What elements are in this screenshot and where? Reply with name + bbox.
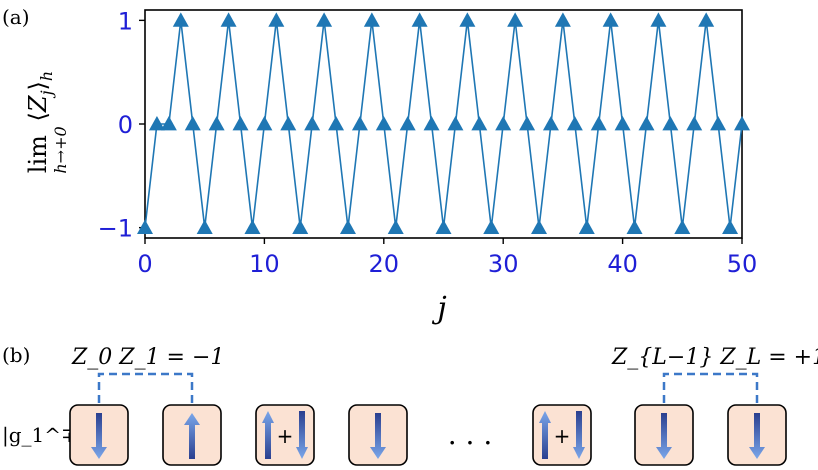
arrow-up-icon <box>184 413 200 459</box>
bracket-left <box>97 372 194 403</box>
data-point <box>734 116 750 131</box>
arrow-down-icon <box>296 411 308 459</box>
data-point <box>554 12 571 27</box>
data-point <box>471 116 488 131</box>
series-line <box>144 20 743 228</box>
arrow-down-icon <box>91 413 107 459</box>
data-point <box>698 12 715 27</box>
arrow-up-icon <box>262 411 274 459</box>
data-point <box>483 219 500 235</box>
data-point <box>650 12 667 27</box>
x-tick-label: 0 <box>137 250 152 278</box>
arrow-down-icon <box>749 413 765 459</box>
data-point <box>184 116 201 131</box>
spin-site <box>162 404 222 466</box>
bracket-left-label: Z_0 Z_1 = −1 <box>71 345 224 370</box>
data-point <box>375 116 392 131</box>
x-axis-label: j <box>431 291 446 326</box>
x-tick-label: 20 <box>369 250 400 278</box>
data-point <box>722 219 739 235</box>
data-point <box>519 116 536 131</box>
spin-site <box>727 404 787 466</box>
data-point <box>268 12 285 27</box>
y-tick-label: −1 <box>98 215 133 243</box>
data-point <box>710 116 727 131</box>
data-point <box>662 116 679 131</box>
data-point <box>137 219 153 235</box>
x-tick-label: 30 <box>488 250 519 278</box>
data-point <box>172 12 189 27</box>
panel-b-label: (b) <box>2 343 30 367</box>
data-point <box>507 12 524 27</box>
data-point <box>447 116 464 131</box>
data-point <box>256 116 273 131</box>
data-point <box>208 116 225 131</box>
data-point <box>686 116 703 131</box>
spin-site <box>348 404 408 466</box>
data-point <box>339 219 356 235</box>
data-point <box>495 116 512 131</box>
y-tick-label: 1 <box>118 7 133 35</box>
data-point <box>196 219 213 235</box>
data-point <box>244 219 261 235</box>
data-point <box>602 12 619 27</box>
data-point <box>626 219 643 235</box>
data-point <box>590 116 607 131</box>
data-point <box>387 219 404 235</box>
data-point <box>220 12 237 27</box>
panel-a-label: (a) <box>2 5 30 29</box>
x-tick-label: 50 <box>727 250 758 278</box>
data-point <box>614 116 631 131</box>
data-point <box>542 116 559 131</box>
spin-site: + <box>532 404 592 466</box>
bracket-right <box>662 372 759 403</box>
plus-sign: + <box>277 424 294 448</box>
data-point <box>578 219 595 235</box>
svg-text:h→+0: h→+0 <box>51 126 70 173</box>
data-point <box>531 219 548 235</box>
data-point <box>148 116 165 131</box>
x-tick-label: 40 <box>607 250 638 278</box>
data-point <box>435 219 452 235</box>
arrow-down-icon <box>370 413 386 459</box>
data-point <box>566 116 583 131</box>
ellipsis: . . . <box>448 418 493 451</box>
data-point <box>411 12 428 27</box>
data-point <box>292 219 309 235</box>
data-point <box>232 116 249 131</box>
data-point <box>328 116 345 131</box>
plus-sign: + <box>554 424 571 448</box>
data-point <box>316 12 333 27</box>
data-point <box>160 116 177 131</box>
data-point <box>674 219 691 235</box>
svg-text:lim ⟨Zj⟩h: lim ⟨Zj⟩h <box>24 71 56 173</box>
data-point <box>304 116 321 131</box>
y-tick-label: 0 <box>118 111 133 139</box>
data-point <box>459 12 476 27</box>
data-point <box>351 116 368 131</box>
data-point <box>638 116 655 131</box>
data-point <box>423 116 440 131</box>
data-point <box>280 116 297 131</box>
x-tick-label: 10 <box>249 250 280 278</box>
spin-site <box>69 404 129 466</box>
data-point <box>363 12 380 27</box>
plot-frame <box>144 9 743 239</box>
y-axis-label: lim ⟨Zj⟩h h→+0 <box>24 71 70 174</box>
arrow-up-icon <box>539 411 551 459</box>
bracket-right-label: Z_{L−1} Z_L = +1 <box>611 345 818 370</box>
data-point <box>399 116 416 131</box>
spin-site: + <box>255 404 315 466</box>
arrow-down-icon <box>656 413 672 459</box>
spin-site <box>634 404 694 466</box>
arrow-down-icon <box>573 411 585 459</box>
